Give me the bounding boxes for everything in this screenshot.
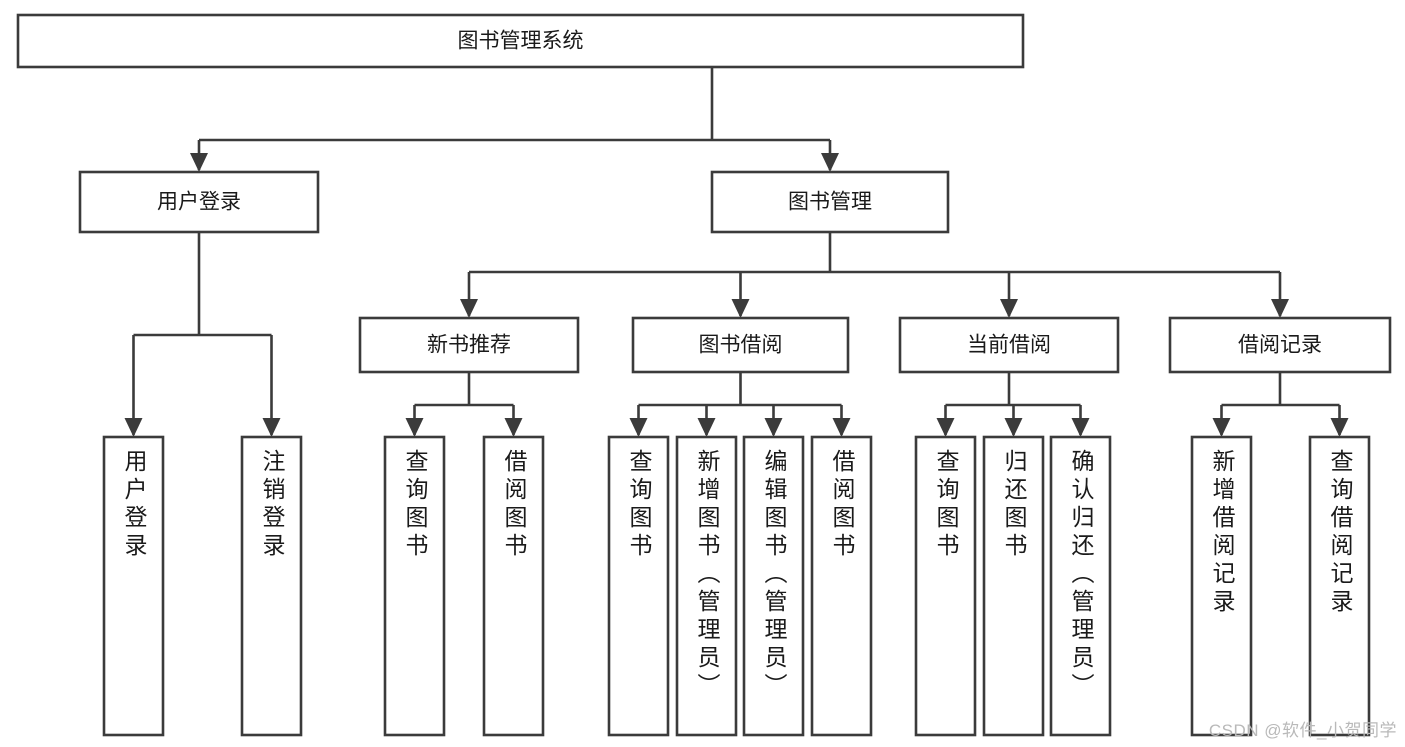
arrow-head-icon-query-borrow-record (1330, 418, 1349, 437)
node-label-book-borrow: 图书借阅 (699, 334, 783, 357)
node-label-borrow-record: 借阅记录 (1238, 334, 1322, 357)
leaf-node-borrow-book-2[interactable] (810, 435, 873, 737)
leaf-node-edit-book-admin[interactable] (742, 435, 805, 737)
arrow-head-icon-borrow-book-2 (832, 418, 851, 437)
node-new-book-recommend[interactable] (358, 316, 580, 374)
arrow-head-icon-query-book-2 (629, 418, 648, 437)
node-box-layer (16, 13, 1392, 737)
node-user-login[interactable] (78, 170, 320, 234)
arrow-head-icon-edit-book-admin (764, 418, 783, 437)
leaf-node-query-book-2[interactable] (607, 435, 670, 737)
arrow-head-icon-query-book-1 (405, 418, 424, 437)
leaf-node-return-book[interactable] (982, 435, 1045, 737)
leaf-node-confirm-return-admin[interactable] (1049, 435, 1112, 737)
arrow-head-icon-book-borrow (731, 299, 750, 318)
arrow-head-icon-book-manage (821, 153, 839, 172)
arrow-head-icon-return-book (1004, 418, 1023, 437)
leaf-node-user-login-do[interactable] (102, 435, 165, 737)
arrow-head-icon-add-book-admin (697, 418, 716, 437)
arrow-head-icon-query-book-3 (936, 418, 955, 437)
node-borrow-record[interactable] (1168, 316, 1392, 374)
node-label-new-book-recommend: 新书推荐 (427, 334, 511, 357)
arrow-head-icon-add-borrow-record (1212, 418, 1231, 437)
leaf-node-query-book-1[interactable] (383, 435, 446, 737)
leaf-node-add-book-admin[interactable] (675, 435, 738, 737)
arrow-head-icon-current-borrow (1000, 299, 1018, 318)
arrow-head-icon-user-login-do (124, 418, 143, 437)
node-book-borrow[interactable] (631, 316, 850, 374)
leaf-node-user-logout[interactable] (240, 435, 303, 737)
arrow-head-icon-borrow-book-1 (504, 418, 523, 437)
leaf-node-add-borrow-record[interactable] (1190, 435, 1253, 737)
node-label-current-borrow: 当前借阅 (967, 334, 1051, 357)
node-current-borrow[interactable] (898, 316, 1120, 374)
node-label-book-manage: 图书管理 (788, 191, 872, 214)
watermark-text: CSDN @软件_小贺同学 (1208, 721, 1397, 740)
leaf-node-query-borrow-record[interactable] (1308, 435, 1371, 737)
node-root[interactable] (16, 13, 1025, 69)
arrow-head-icon-user-login (190, 153, 208, 172)
leaf-node-query-book-3[interactable] (914, 435, 977, 737)
arrow-head-icon-new-book-recommend (460, 299, 478, 318)
leaf-node-borrow-book-1[interactable] (482, 435, 545, 737)
node-label-user-login: 用户登录 (157, 191, 241, 214)
node-label-root: 图书管理系统 (458, 30, 584, 53)
connector-layer (124, 67, 1349, 437)
arrow-head-icon-user-logout (262, 418, 281, 437)
arrow-head-icon-confirm-return-admin (1071, 418, 1090, 437)
node-book-manage[interactable] (710, 170, 950, 234)
arrow-head-icon-borrow-record (1271, 299, 1289, 318)
